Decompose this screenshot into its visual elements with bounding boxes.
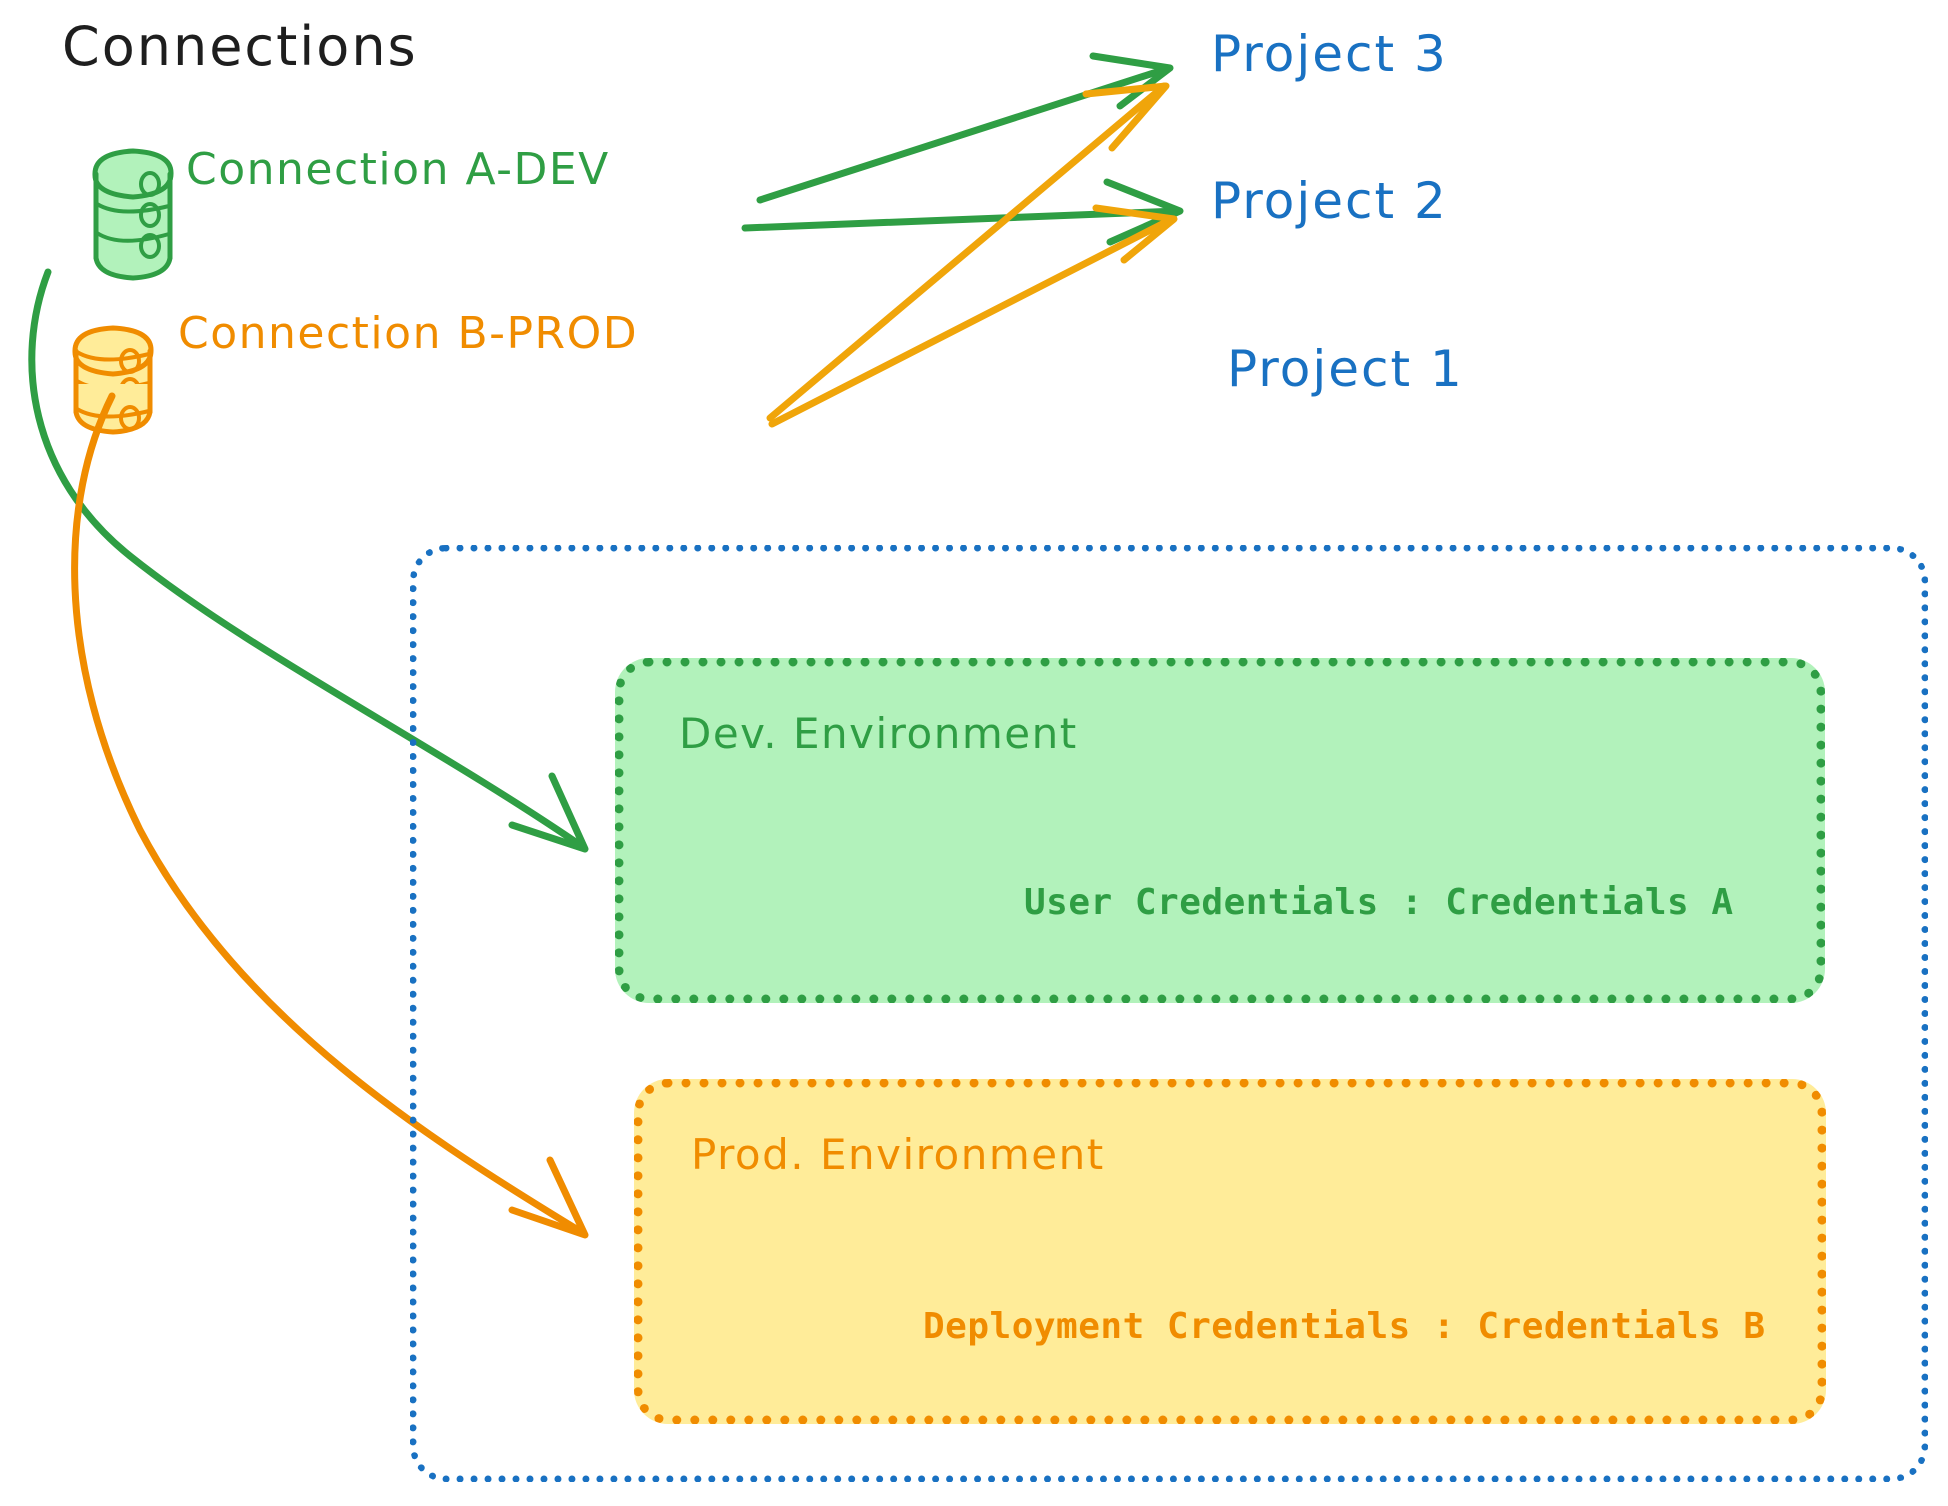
project-label-2: Project 2 <box>1211 172 1448 230</box>
dev-environment-box: Dev. Environment User Credentials : Cred… <box>615 658 1825 1003</box>
project-1-container: Dev. Environment User Credentials : Cred… <box>410 545 1928 1482</box>
project-label-1: Project 1 <box>1227 340 1464 398</box>
project-label-3: Project 3 <box>1211 25 1448 83</box>
dev-environment-title: Dev. Environment <box>679 709 1078 758</box>
edge-a-dev-to-project-3 <box>756 52 1174 204</box>
prod-environment-title: Prod. Environment <box>691 1130 1105 1179</box>
dev-environment-credentials: User Credentials : Credentials A <box>1024 882 1734 923</box>
connection-label-b-prod: Connection B-PROD <box>178 308 639 359</box>
prod-environment-box: Prod. Environment Deployment Credentials… <box>634 1079 1826 1424</box>
edge-b-prod-to-project-3 <box>766 82 1170 422</box>
connection-label-a-dev: Connection A-DEV <box>186 144 610 195</box>
edge-b-prod-to-project-2 <box>768 204 1178 428</box>
database-icon-b-prod <box>72 325 154 435</box>
database-icon-a-dev <box>92 148 174 281</box>
edge-a-dev-to-project-2 <box>741 178 1184 246</box>
page-title: Connections <box>62 15 418 78</box>
prod-environment-credentials: Deployment Credentials : Credentials B <box>923 1306 1766 1347</box>
